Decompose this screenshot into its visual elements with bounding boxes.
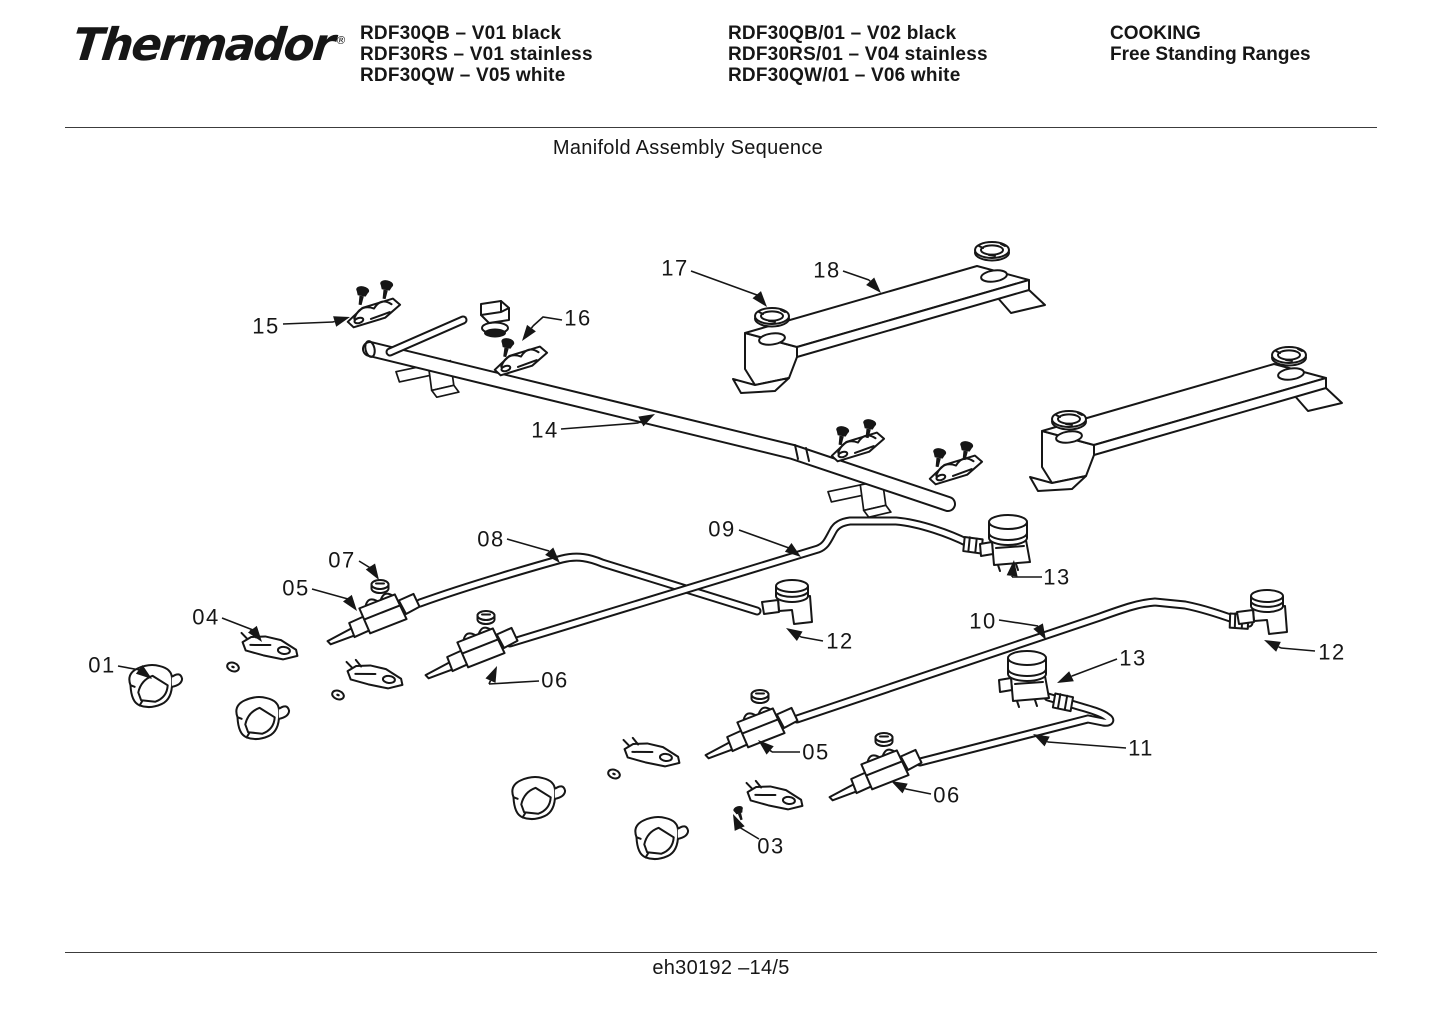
orifice-disc (370, 579, 390, 594)
callout-10: 10 (969, 609, 1046, 640)
mounting-rail-rear (732, 265, 1046, 394)
callout-07: 07 (328, 548, 379, 580)
supply-tube-09 (505, 516, 990, 648)
callout-09: 09 (708, 517, 801, 557)
callout-06: 06 (485, 666, 568, 693)
grommet (329, 688, 347, 702)
valve-bracket (343, 657, 406, 691)
supply-tube-11 (915, 690, 1115, 767)
callout-08: 08 (477, 527, 560, 563)
part-number-label: 15 (252, 314, 279, 339)
part-number-label: 11 (1128, 736, 1154, 761)
callout-12: 12 (786, 628, 853, 654)
callout-03: 03 (733, 814, 784, 859)
control-knob (234, 692, 293, 742)
safety-valve (998, 650, 1050, 708)
push-ring-icon (754, 307, 790, 328)
callout-01: 01 (88, 653, 152, 679)
safety-valve (979, 514, 1031, 572)
part-number-label: 01 (88, 653, 115, 678)
burner-valve (416, 618, 522, 681)
model-list-column-1: RDF30QB – V01 black RDF30RS – V01 stainl… (360, 23, 593, 86)
burner-valve (820, 740, 926, 803)
valve-bracket (238, 628, 301, 662)
supply-tube-10 (792, 597, 1254, 724)
header-divider (65, 127, 1377, 128)
valve-bracket (620, 735, 683, 769)
pipe-clip (344, 295, 404, 330)
part-number-label: 05 (282, 576, 309, 601)
pipe-clip (828, 429, 888, 464)
elbow-fitting (761, 579, 813, 625)
part-number-label: 03 (757, 834, 784, 859)
push-ring-icon (1271, 346, 1307, 367)
clip-screw-icon (353, 285, 370, 306)
part-number-label: 12 (1318, 640, 1345, 665)
callout-06: 06 (891, 781, 960, 808)
pipe-clip (491, 343, 551, 378)
orifice-disc (750, 689, 770, 704)
document-code: eh30192 –14/5 (652, 957, 790, 979)
callout-05: 05 (758, 740, 829, 765)
callout-13: 13 (1006, 560, 1070, 590)
callout-16: 16 (522, 306, 591, 341)
part-number-label: 12 (826, 629, 853, 654)
category-title: COOKING (1110, 23, 1201, 44)
part-number-label: 06 (933, 783, 960, 808)
part-number-label: 17 (661, 256, 688, 281)
model-line: RDF30RS – V01 stainless (360, 44, 593, 65)
control-knob (510, 772, 569, 822)
orifice-disc (874, 732, 894, 747)
model-line: RDF30QB/01 – V02 black (728, 23, 957, 44)
push-ring-icon (974, 241, 1010, 262)
part-number-label: 07 (328, 548, 355, 573)
callout-14: 14 (531, 414, 655, 443)
burner-valve (318, 584, 424, 647)
model-line: RDF30RS/01 – V04 stainless (728, 44, 988, 65)
page-title: Manifold Assembly Sequence (552, 137, 824, 159)
callout-11: 11 (1033, 734, 1154, 761)
grommet (605, 767, 623, 781)
callout-12: 12 (1264, 640, 1345, 665)
regulator-fitting (480, 300, 510, 338)
part-number-label: 05 (802, 740, 829, 765)
category-subtitle: Free Standing Ranges (1110, 44, 1311, 65)
clip-screw-icon (377, 279, 394, 300)
callout-18: 18 (813, 258, 881, 293)
orifice-disc (476, 610, 496, 625)
grommet (224, 660, 242, 674)
model-line: RDF30QB – V01 black (360, 23, 562, 44)
callout-15: 15 (252, 314, 350, 339)
pipe-clip (926, 452, 986, 487)
part-number-label: 06 (541, 668, 568, 693)
model-list-column-2: RDF30QB/01 – V02 black RDF30RS/01 – V04 … (728, 23, 988, 86)
part-number-label: 04 (192, 605, 219, 630)
callout-05: 05 (282, 576, 357, 611)
footer-divider (65, 952, 1377, 953)
model-line: RDF30QW – V05 white (360, 65, 566, 86)
control-knob (633, 812, 692, 862)
callout-04: 04 (192, 605, 262, 642)
part-number-label: 18 (813, 258, 840, 283)
category-block: COOKING Free Standing Ranges (1110, 23, 1311, 65)
valve-bracket (743, 778, 806, 812)
part-number-label: 10 (969, 609, 996, 634)
part-number-label: 08 (477, 527, 504, 552)
callout-layer: 15 16 17 18 14 08 09 07 05 04 01 06 12 13 10 13 12 11 05 06… (88, 256, 1345, 859)
part-number-label: 09 (708, 517, 735, 542)
push-ring-icon (1051, 410, 1087, 431)
part-number-label: 16 (564, 306, 591, 331)
callout-17: 17 (661, 256, 767, 307)
model-line: RDF30QW/01 – V06 white (728, 65, 961, 86)
burner-valve (696, 698, 802, 761)
part-number-label: 13 (1119, 646, 1146, 671)
callout-13: 13 (1057, 646, 1146, 683)
part-number-label: 14 (531, 418, 558, 443)
manifold-pipe (362, 300, 956, 519)
part-number-label: 13 (1043, 565, 1070, 590)
